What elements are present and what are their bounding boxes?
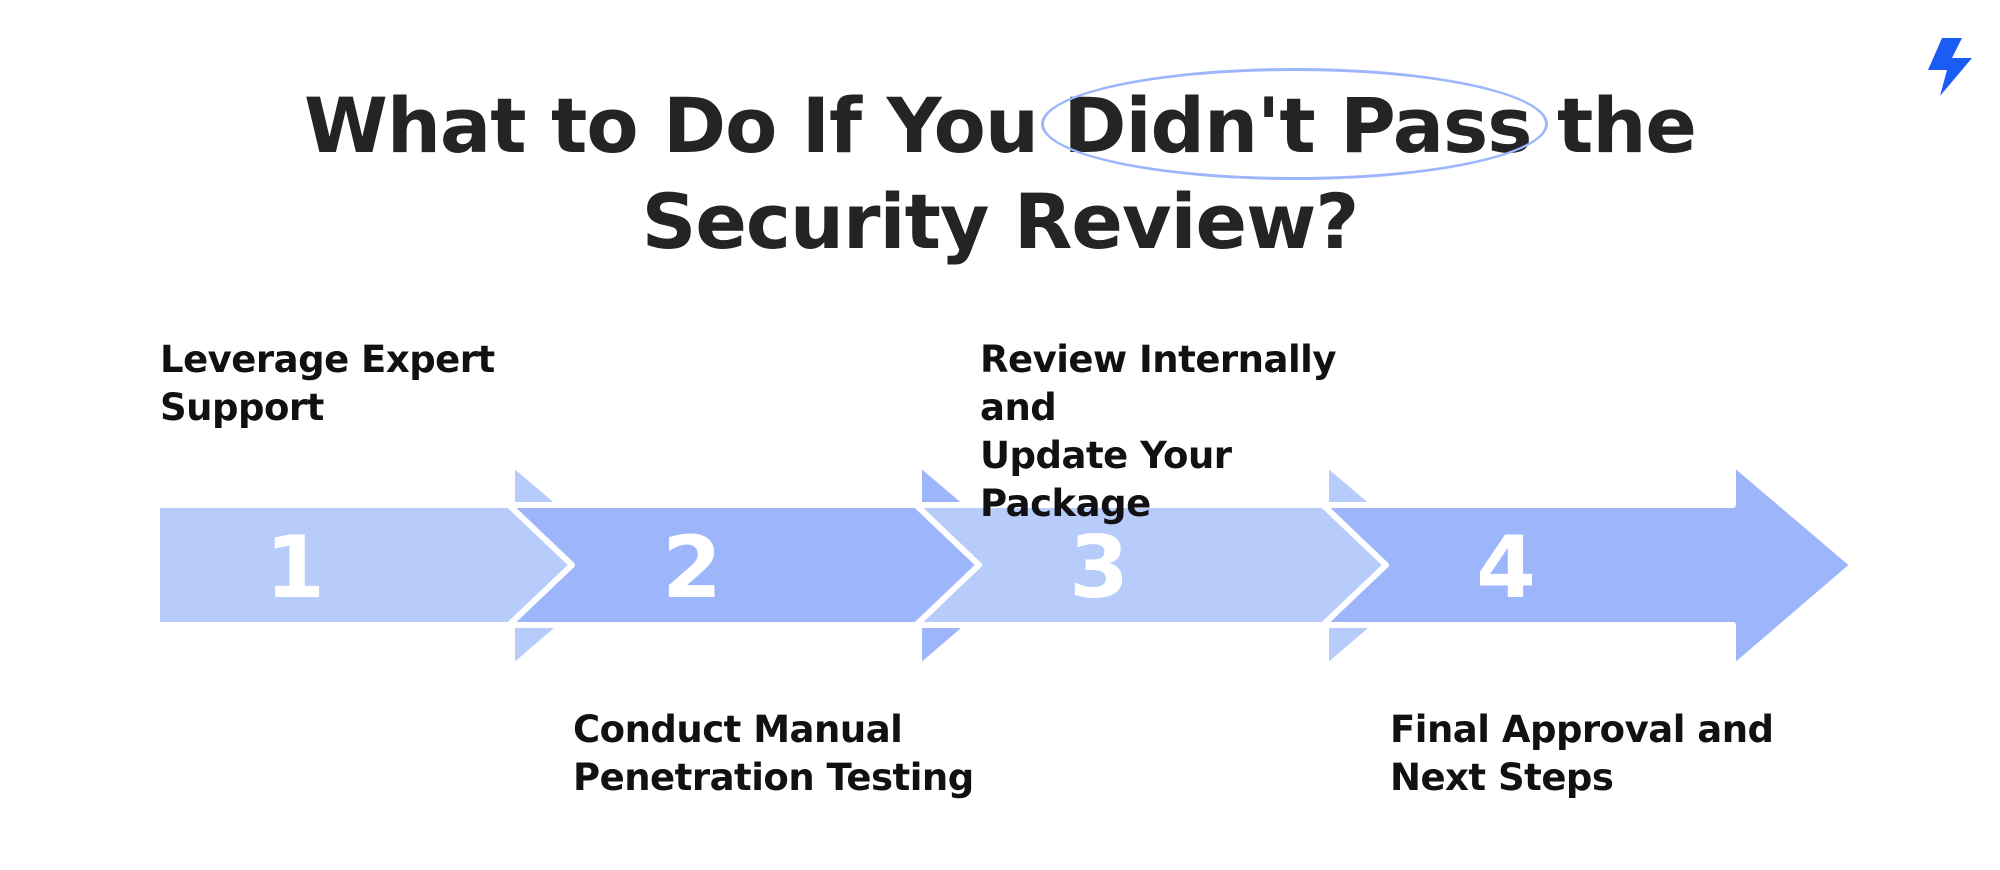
- number-group: 1 2 3 4: [265, 518, 1536, 618]
- step-number-1: 1: [265, 518, 325, 618]
- step-arrow-2: [506, 460, 1042, 671]
- step-number-3: 3: [1069, 518, 1129, 618]
- title-line-2: Security Review?: [641, 177, 1360, 266]
- step-arrow-4: [1320, 460, 1856, 671]
- title-line-1: What to Do If You Didn't Pass the: [0, 68, 2000, 180]
- arrow-group: [154, 460, 1856, 671]
- step-arrow-3: [913, 460, 1449, 671]
- lightning-bolt-icon: [1928, 38, 1972, 96]
- step-label-3: Review Internally and Update Your Packag…: [980, 338, 1336, 525]
- title-highlight-text: Didn't Pass: [1063, 81, 1532, 170]
- page-title: What to Do If You Didn't Pass the Securi…: [0, 68, 2000, 270]
- step-label-2: Conduct Manual Penetration Testing: [573, 708, 974, 799]
- title-text-after: the: [1531, 81, 1697, 170]
- step-label-4: Final Approval and Next Steps: [1390, 708, 1774, 799]
- step-number-4: 4: [1476, 518, 1536, 618]
- step-number-2: 2: [662, 518, 722, 618]
- title-text-before: What to Do If You: [304, 81, 1064, 170]
- step-arrow-1: [154, 460, 635, 671]
- step-label-1: Leverage Expert Support: [160, 338, 495, 429]
